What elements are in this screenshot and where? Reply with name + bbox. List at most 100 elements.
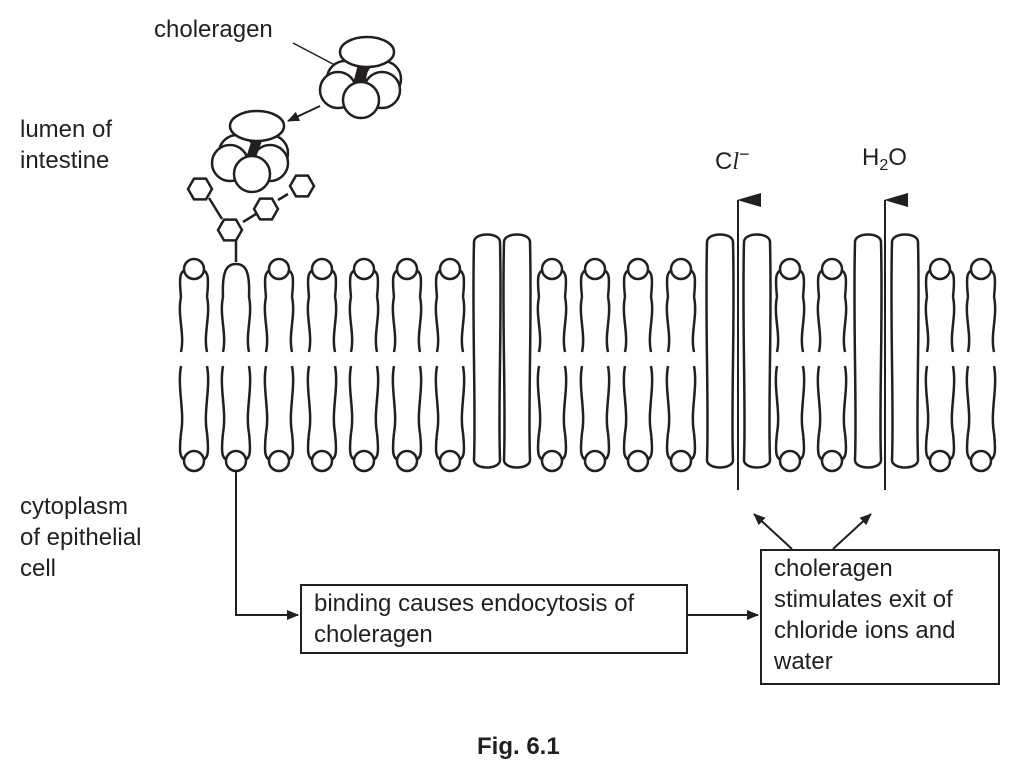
phosphate-head-icon: [438, 257, 462, 281]
sugar-hexagon-icon: [252, 197, 280, 221]
stimulates-exit-box: choleragen stimulates exit of chloride i…: [760, 549, 1000, 685]
lipid-tail: [562, 296, 568, 353]
lipid-tail: [306, 365, 312, 434]
lipid-tail: [648, 365, 654, 434]
lipid-tail: [991, 296, 997, 353]
phosphate-head-icon: [540, 257, 564, 281]
lipid-tail: [246, 365, 252, 434]
water-stimulus-arrow: [832, 513, 872, 550]
lipid-tail: [536, 365, 542, 434]
lipid-tail: [648, 296, 654, 353]
phosphate-head-icon: [928, 257, 952, 281]
lipid-tail: [924, 296, 930, 353]
lipid-tail: [950, 365, 956, 434]
lipid-tail: [800, 365, 806, 434]
phosphate-head-icon: [626, 257, 650, 281]
phosphate-head-icon: [310, 257, 334, 281]
lipid-tail: [289, 296, 295, 353]
glycolipid-receptor: [186, 174, 316, 262]
lipid-tail: [306, 296, 312, 353]
phosphate-head-icon: [224, 449, 248, 473]
figure-caption: Fig. 6.1: [477, 733, 560, 760]
phosphate-head-icon: [820, 449, 844, 473]
phosphate-head-icon: [583, 257, 607, 281]
water-subscript: 2: [879, 157, 889, 174]
lipid-tail: [536, 296, 542, 353]
chloride-ion-label: Cl−: [715, 144, 750, 176]
lipid-tail: [800, 296, 806, 353]
lipid-tail: [774, 365, 780, 434]
lipid-tail: [816, 365, 822, 434]
lipid-tail: [417, 365, 423, 434]
choleragen-bound-molecule: [210, 109, 290, 194]
phosphate-head-icon: [182, 449, 206, 473]
channel-protein: [742, 233, 772, 469]
phosphate-head-icon: [778, 257, 802, 281]
lumen-label: lumen of intestine: [20, 116, 113, 174]
water-label: H2O: [862, 144, 907, 175]
lipid-tail: [246, 296, 252, 353]
phosphate-head-icon: [395, 449, 419, 473]
lipid-tail: [178, 365, 184, 434]
phosphate-head-icon: [267, 449, 291, 473]
lipid-tail: [965, 365, 971, 434]
phosphate-head-icon: [969, 257, 993, 281]
lipid-tail: [374, 365, 380, 434]
phosphate-head-icon: [182, 257, 206, 281]
lipid-tail: [665, 365, 671, 434]
lipid-tail: [204, 296, 210, 353]
lipid-tail: [391, 365, 397, 434]
phosphate-head-icon: [928, 449, 952, 473]
phosphate-head-icon: [669, 257, 693, 281]
lipid-tail: [622, 296, 628, 353]
phosphate-head-icon: [820, 257, 844, 281]
chloride-charge: −: [739, 144, 750, 164]
lipid-tail: [348, 296, 354, 353]
phosphate-head-icon: [778, 449, 802, 473]
phosphate-head-icon: [352, 257, 376, 281]
lipid-tail: [417, 296, 423, 353]
phosphate-head-icon: [583, 449, 607, 473]
phosphate-head-icon: [438, 449, 462, 473]
phosphate-head-icon: [352, 449, 376, 473]
endocytosis-flow-line: [235, 470, 299, 620]
sugar-hexagon-icon: [288, 174, 316, 198]
chloride-symbol: C: [715, 148, 733, 175]
lipid-tail: [965, 296, 971, 353]
integral-protein: [502, 233, 532, 469]
sugar-hexagon-icon: [186, 177, 214, 201]
lipid-tail: [605, 296, 611, 353]
lipid-tail: [460, 296, 466, 353]
phosphate-head-icon: [310, 449, 334, 473]
chloride-stimulus-arrow: [753, 513, 793, 550]
lipid-tail: [434, 365, 440, 434]
lipid-tail: [220, 365, 226, 434]
lipid-tail: [178, 296, 184, 353]
lipid-tail: [842, 365, 848, 434]
chloride-ell: l: [732, 149, 740, 175]
glyco-bond: [277, 192, 289, 202]
channel-protein: [705, 233, 735, 469]
lipid-tail: [991, 365, 997, 434]
water-h: H: [862, 144, 880, 171]
lipid-tail: [579, 296, 585, 353]
phosphate-head-icon: [540, 449, 564, 473]
water-o: O: [888, 144, 907, 171]
phosphate-head-icon: [969, 449, 993, 473]
lipid-tail: [348, 365, 354, 434]
lipid-tail: [579, 365, 585, 434]
lipid-tail: [924, 365, 930, 434]
phosphate-head-icon: [267, 257, 291, 281]
lipid-tail: [289, 365, 295, 434]
binding-arrow: [287, 105, 321, 122]
integral-protein: [472, 233, 502, 469]
lipid-tail: [332, 365, 338, 434]
lipid-tail: [332, 296, 338, 353]
lipid-tail: [391, 296, 397, 353]
lipid-tail: [374, 296, 380, 353]
channel-protein: [853, 233, 883, 469]
lipid-tail: [204, 365, 210, 434]
lipid-tail: [220, 296, 226, 353]
lipid-tail: [691, 365, 697, 434]
lipid-tail: [816, 296, 822, 353]
